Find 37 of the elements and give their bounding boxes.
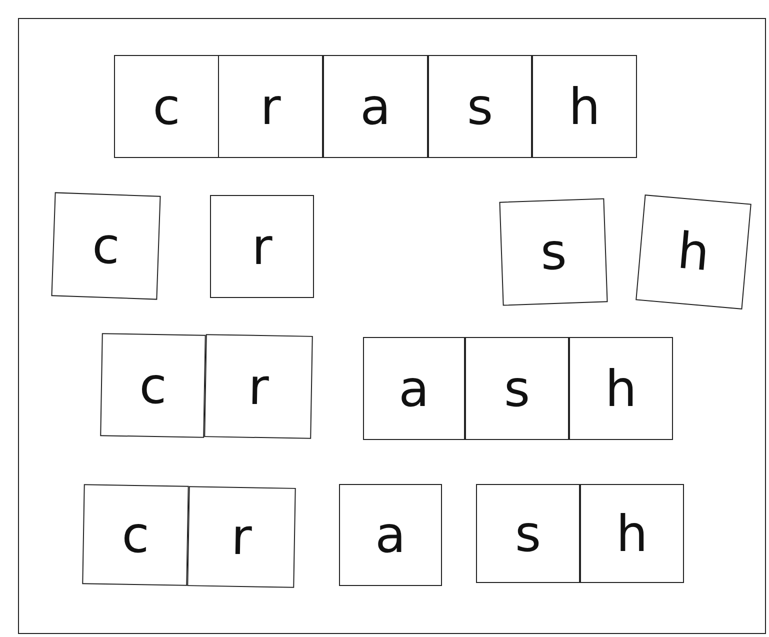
letter: a xyxy=(360,82,391,132)
letter: h xyxy=(568,82,600,132)
letter-tile xyxy=(476,484,580,583)
letter: c xyxy=(121,510,150,560)
letter: a xyxy=(375,510,406,560)
letter-tile xyxy=(569,337,673,440)
letter: s xyxy=(514,508,542,558)
letter: s xyxy=(540,226,568,278)
letter: h xyxy=(605,364,637,414)
letter-tile xyxy=(210,195,314,298)
letter: c xyxy=(91,220,121,272)
letter-tile xyxy=(82,484,189,586)
letter-tile xyxy=(428,55,532,158)
letter-tile xyxy=(100,333,206,438)
letter-tile xyxy=(580,484,684,583)
letter-tile xyxy=(204,334,313,439)
letter-tile xyxy=(339,484,442,586)
letter: r xyxy=(230,512,252,562)
letter-tile xyxy=(532,55,637,158)
letter-tile xyxy=(465,337,569,440)
letter: s xyxy=(504,364,530,414)
letter-tile xyxy=(363,337,465,440)
letter: h xyxy=(616,508,648,558)
letter: h xyxy=(676,226,712,278)
letter: s xyxy=(466,82,494,132)
letter: r xyxy=(248,361,270,412)
letter-tile xyxy=(51,192,161,300)
letter-tile xyxy=(187,486,296,588)
letter-tile xyxy=(323,55,428,158)
letter: r xyxy=(260,82,281,132)
letter-tile xyxy=(114,55,219,158)
letter-tile xyxy=(499,198,608,306)
letter: c xyxy=(138,360,168,411)
letter: r xyxy=(252,222,272,272)
letter: a xyxy=(398,364,430,414)
letter-tile xyxy=(218,55,323,158)
letter: c xyxy=(152,82,180,132)
